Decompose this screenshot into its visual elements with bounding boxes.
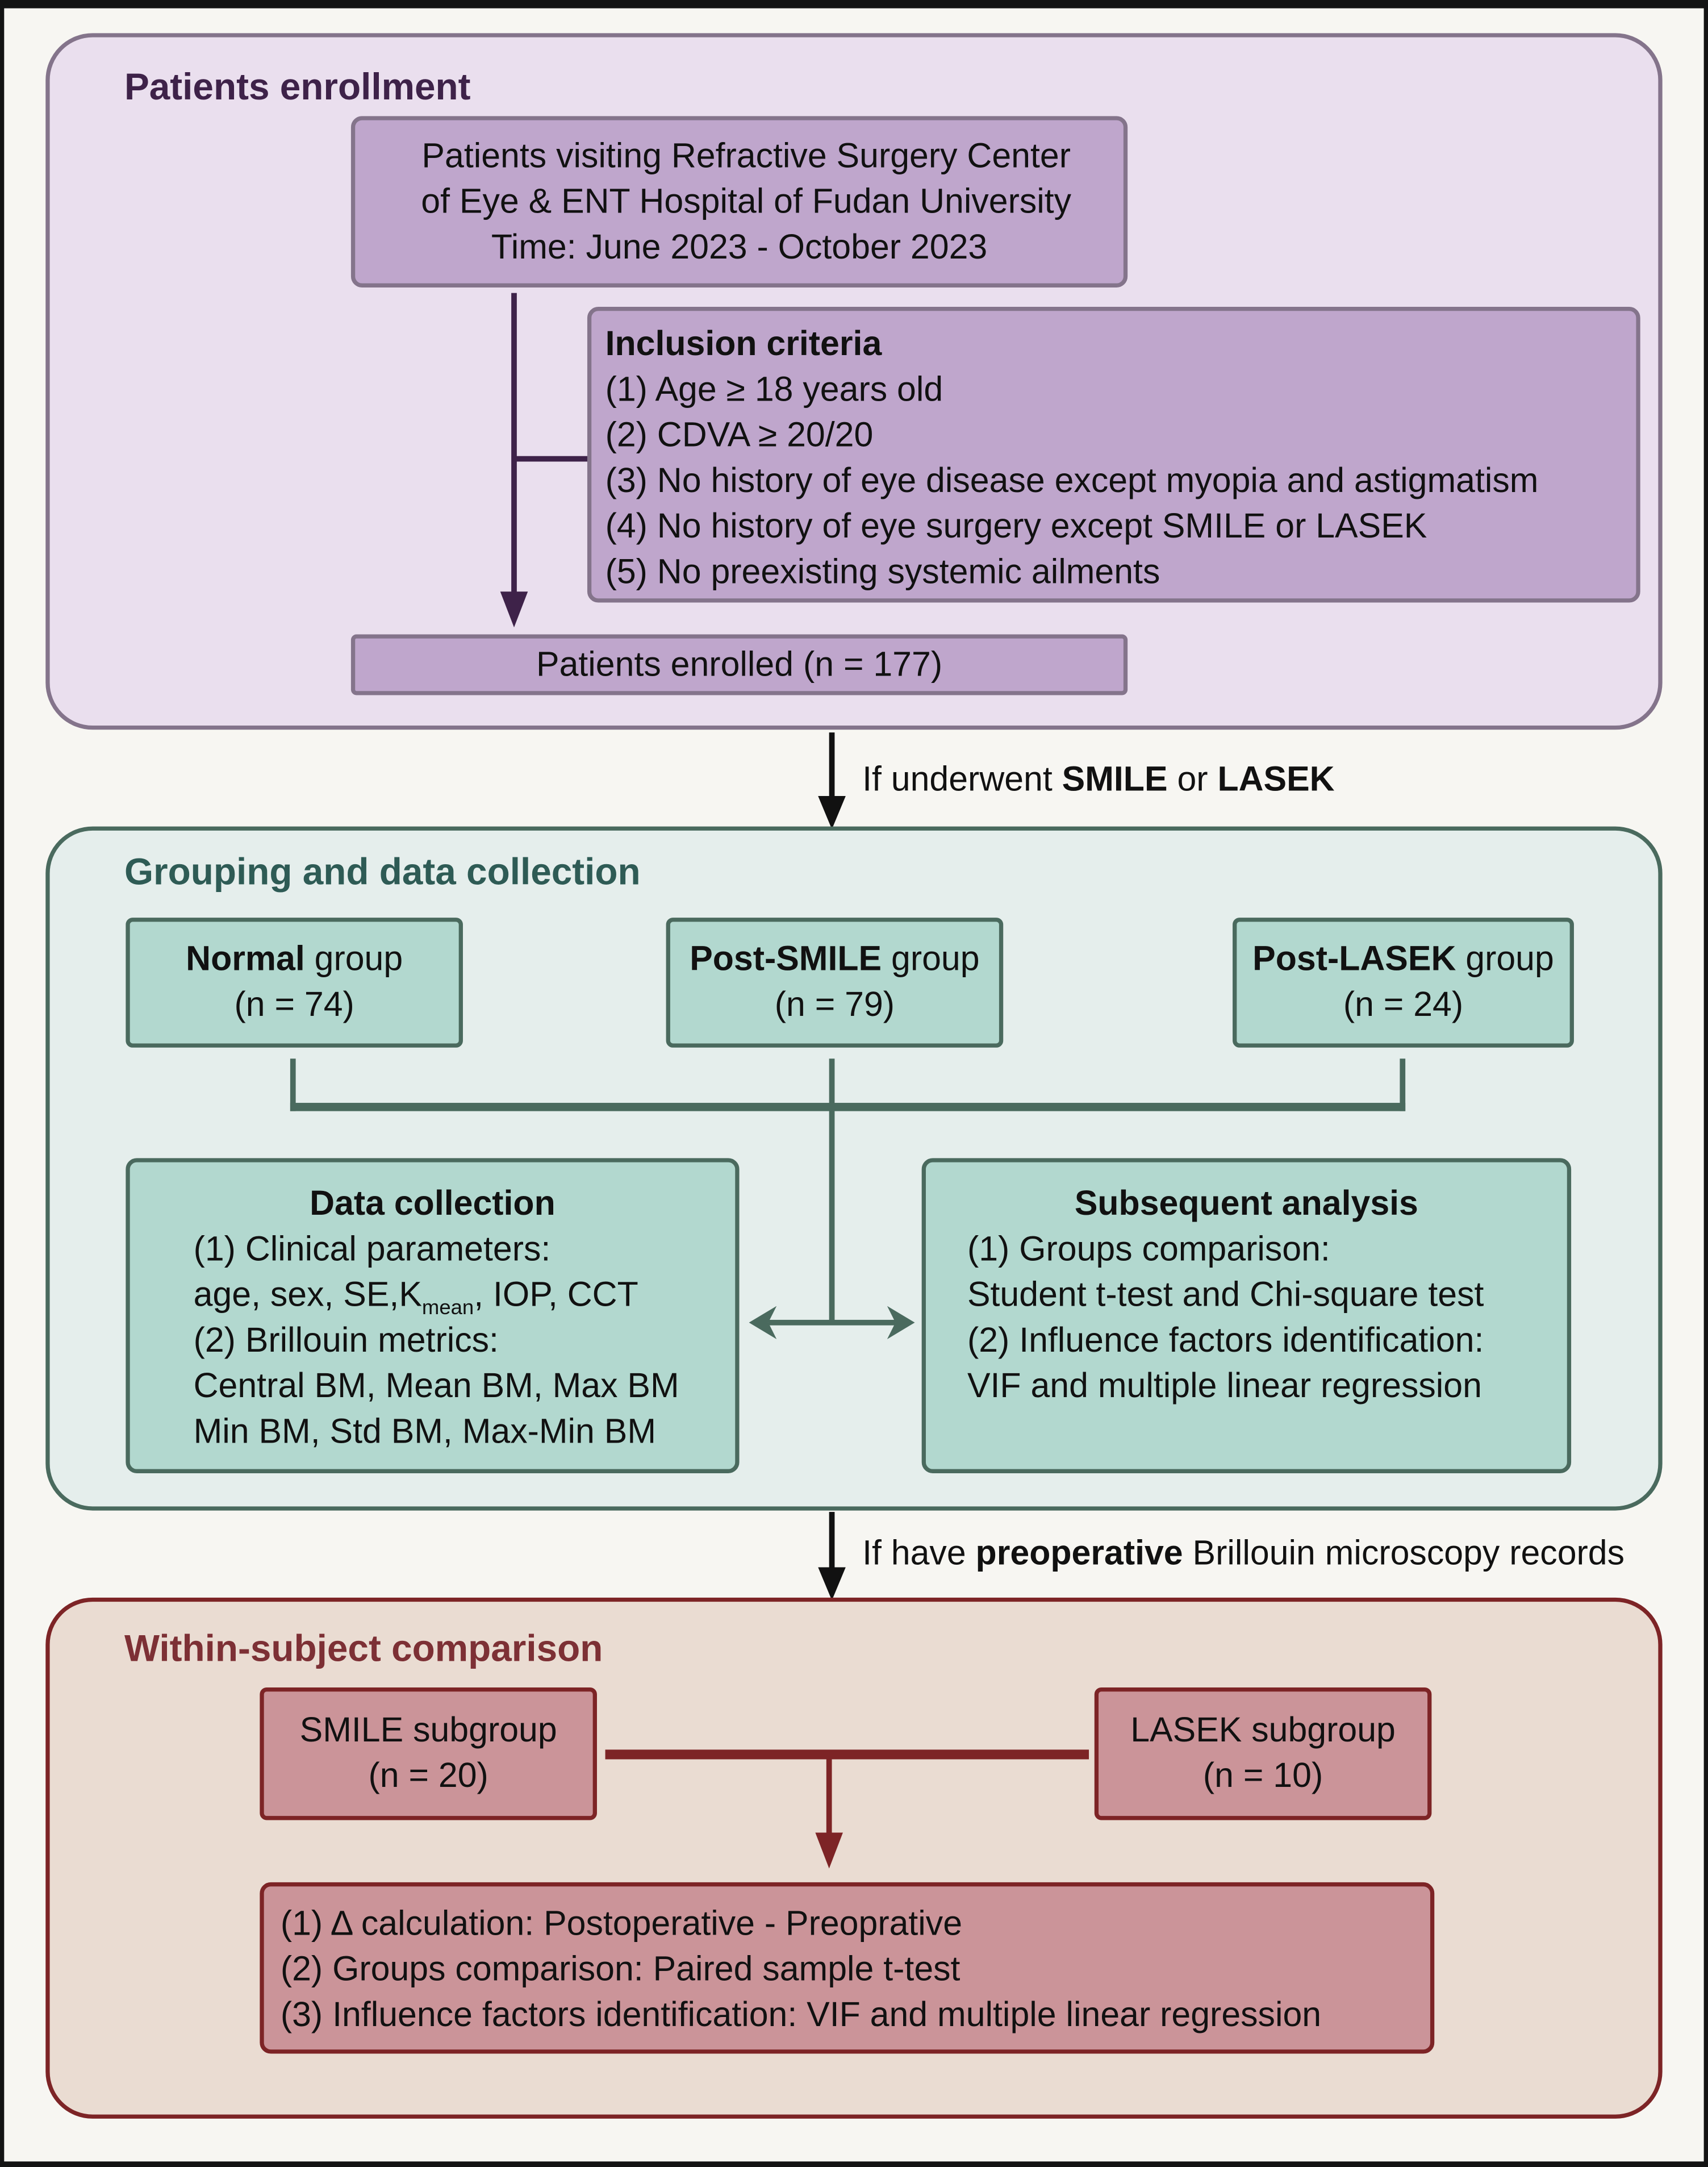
inclusion-item: (5) No preexisting systemic ailments [605,552,1160,592]
post-lasek-group-n: (n = 24) [1343,985,1464,1024]
post-lasek-group-name: Post-LASEK [1252,940,1456,979]
groups-merge-line [290,1103,1406,1111]
smile-subgroup-n: (n = 20) [368,1756,488,1795]
arrowhead-left-icon [749,1306,777,1339]
lasek-subgroup-n: (n = 10) [1202,1756,1323,1795]
arrowhead-down-icon [818,796,846,830]
bidirectional-line [768,1319,896,1326]
group-suffix: group [882,940,980,979]
arrowhead-down-icon [500,591,528,628]
source-line-2: of Eye & ENT Hospital of Fudan Universit… [421,181,1072,220]
inclusion-item: (3) No history of eye disease except myo… [605,461,1539,501]
k-mean-subscript: mean [421,1296,474,1320]
inclusion-item: (4) No history of eye surgery except SMI… [605,507,1427,546]
clinical-params-text-end: , IOP, CCT [474,1276,638,1315]
subsequent-analysis-heading: Subsequent analysis [1074,1184,1418,1223]
connector-line-1 [829,732,835,802]
lasek-subgroup-name: LASEK subgroup [1130,1711,1396,1750]
within-step: (3) Influence factors identification: VI… [280,1995,1322,2035]
enrollment-flow-line [511,293,517,611]
normal-connector [290,1059,296,1111]
analysis-line: (1) Groups comparison: [967,1230,1330,1269]
lasek-subgroup-box: LASEK subgroup (n = 10) [1094,1687,1432,1820]
within-analysis-box: (1) Δ calculation: Postoperative - Preop… [260,1882,1435,2054]
lasek-connector [1400,1059,1406,1111]
smile-subgroup-name: SMILE subgroup [299,1711,557,1750]
connector2-prefix: If have [862,1533,976,1573]
arrowhead-right-icon [887,1306,915,1339]
analysis-line: Student t-test and Chi-square test [967,1276,1484,1315]
patients-enrolled-text: Patients enrolled (n = 177) [536,644,943,684]
within-step: (1) Δ calculation: Postoperative - Preop… [280,1904,963,1943]
patients-enrollment-title: Patients enrollment [124,66,471,108]
normal-group-box: Normal group (n = 74) [126,918,463,1048]
connector-line-2 [829,1512,835,1573]
patients-enrolled-box: Patients enrolled (n = 177) [350,634,1128,695]
source-line-3: Time: June 2023 - October 2023 [491,227,988,266]
data-collection-line: (2) Brillouin metrics: [193,1321,499,1360]
source-population-box: Patients visiting Refractive Surgery Cen… [350,116,1128,287]
connector-label-1: If underwent SMILE or LASEK [862,760,1335,801]
normal-group-n: (n = 74) [234,985,354,1024]
inclusion-branch-line [514,456,589,462]
data-collection-heading: Data collection [310,1184,556,1223]
connector1-lasek: LASEK [1217,760,1335,799]
subsequent-analysis-box: Subsequent analysis (1) Groups compariso… [921,1158,1572,1473]
within-trunk-line [826,1755,832,1841]
connector1-smile: SMILE [1062,760,1168,799]
source-line-1: Patients visiting Refractive Surgery Cen… [421,136,1071,175]
analysis-line: (2) Influence factors identification: [967,1321,1484,1360]
group-suffix: group [1456,940,1554,979]
inclusion-heading: Inclusion criteria [605,324,882,364]
data-collection-line: (1) Clinical parameters: [193,1230,551,1269]
connector1-or: or [1167,760,1218,799]
normal-group-name: Normal [186,940,305,979]
data-collection-line: Central BM, Mean BM, Max BM [193,1366,679,1406]
within-subject-title: Within-subject comparison [124,1628,603,1670]
post-smile-group-n: (n = 79) [774,985,895,1024]
smile-subgroup-box: SMILE subgroup (n = 20) [260,1687,597,1820]
clinical-params-text: age, sex, SE,K [193,1276,422,1315]
arrowhead-down-icon [818,1567,846,1601]
analysis-line: VIF and multiple linear regression [967,1366,1482,1406]
data-collection-line: age, sex, SE,Kmean, IOP, CCT [194,1273,736,1318]
connector2-suffix: Brillouin microscopy records [1183,1533,1625,1573]
grouping-title: Grouping and data collection [124,851,641,893]
connector1-prefix: If underwent [862,760,1062,799]
arrowhead-down-icon [815,1832,843,1869]
post-smile-group-name: Post-SMILE [690,940,882,979]
group-suffix: group [304,940,403,979]
center-trunk-line [829,1059,835,1324]
post-smile-group-box: Post-SMILE group (n = 79) [666,918,1004,1048]
data-collection-line: Min BM, Std BM, Max-Min BM [193,1412,657,1452]
data-collection-box: Data collection (1) Clinical parameters:… [126,1158,740,1473]
connector-label-2: If have preoperative Brillouin microscop… [862,1534,1625,1574]
subgroups-merge-line [605,1749,1089,1760]
connector2-preoperative: preoperative [975,1533,1183,1573]
within-step: (2) Groups comparison: Paired sample t-t… [280,1950,961,1989]
inclusion-item: (1) Age ≥ 18 years old [605,370,943,409]
inclusion-criteria-box: Inclusion criteria (1) Age ≥ 18 years ol… [587,306,1640,603]
inclusion-item: (2) CDVA ≥ 20/20 [605,416,874,455]
post-lasek-group-box: Post-LASEK group (n = 24) [1233,918,1574,1048]
